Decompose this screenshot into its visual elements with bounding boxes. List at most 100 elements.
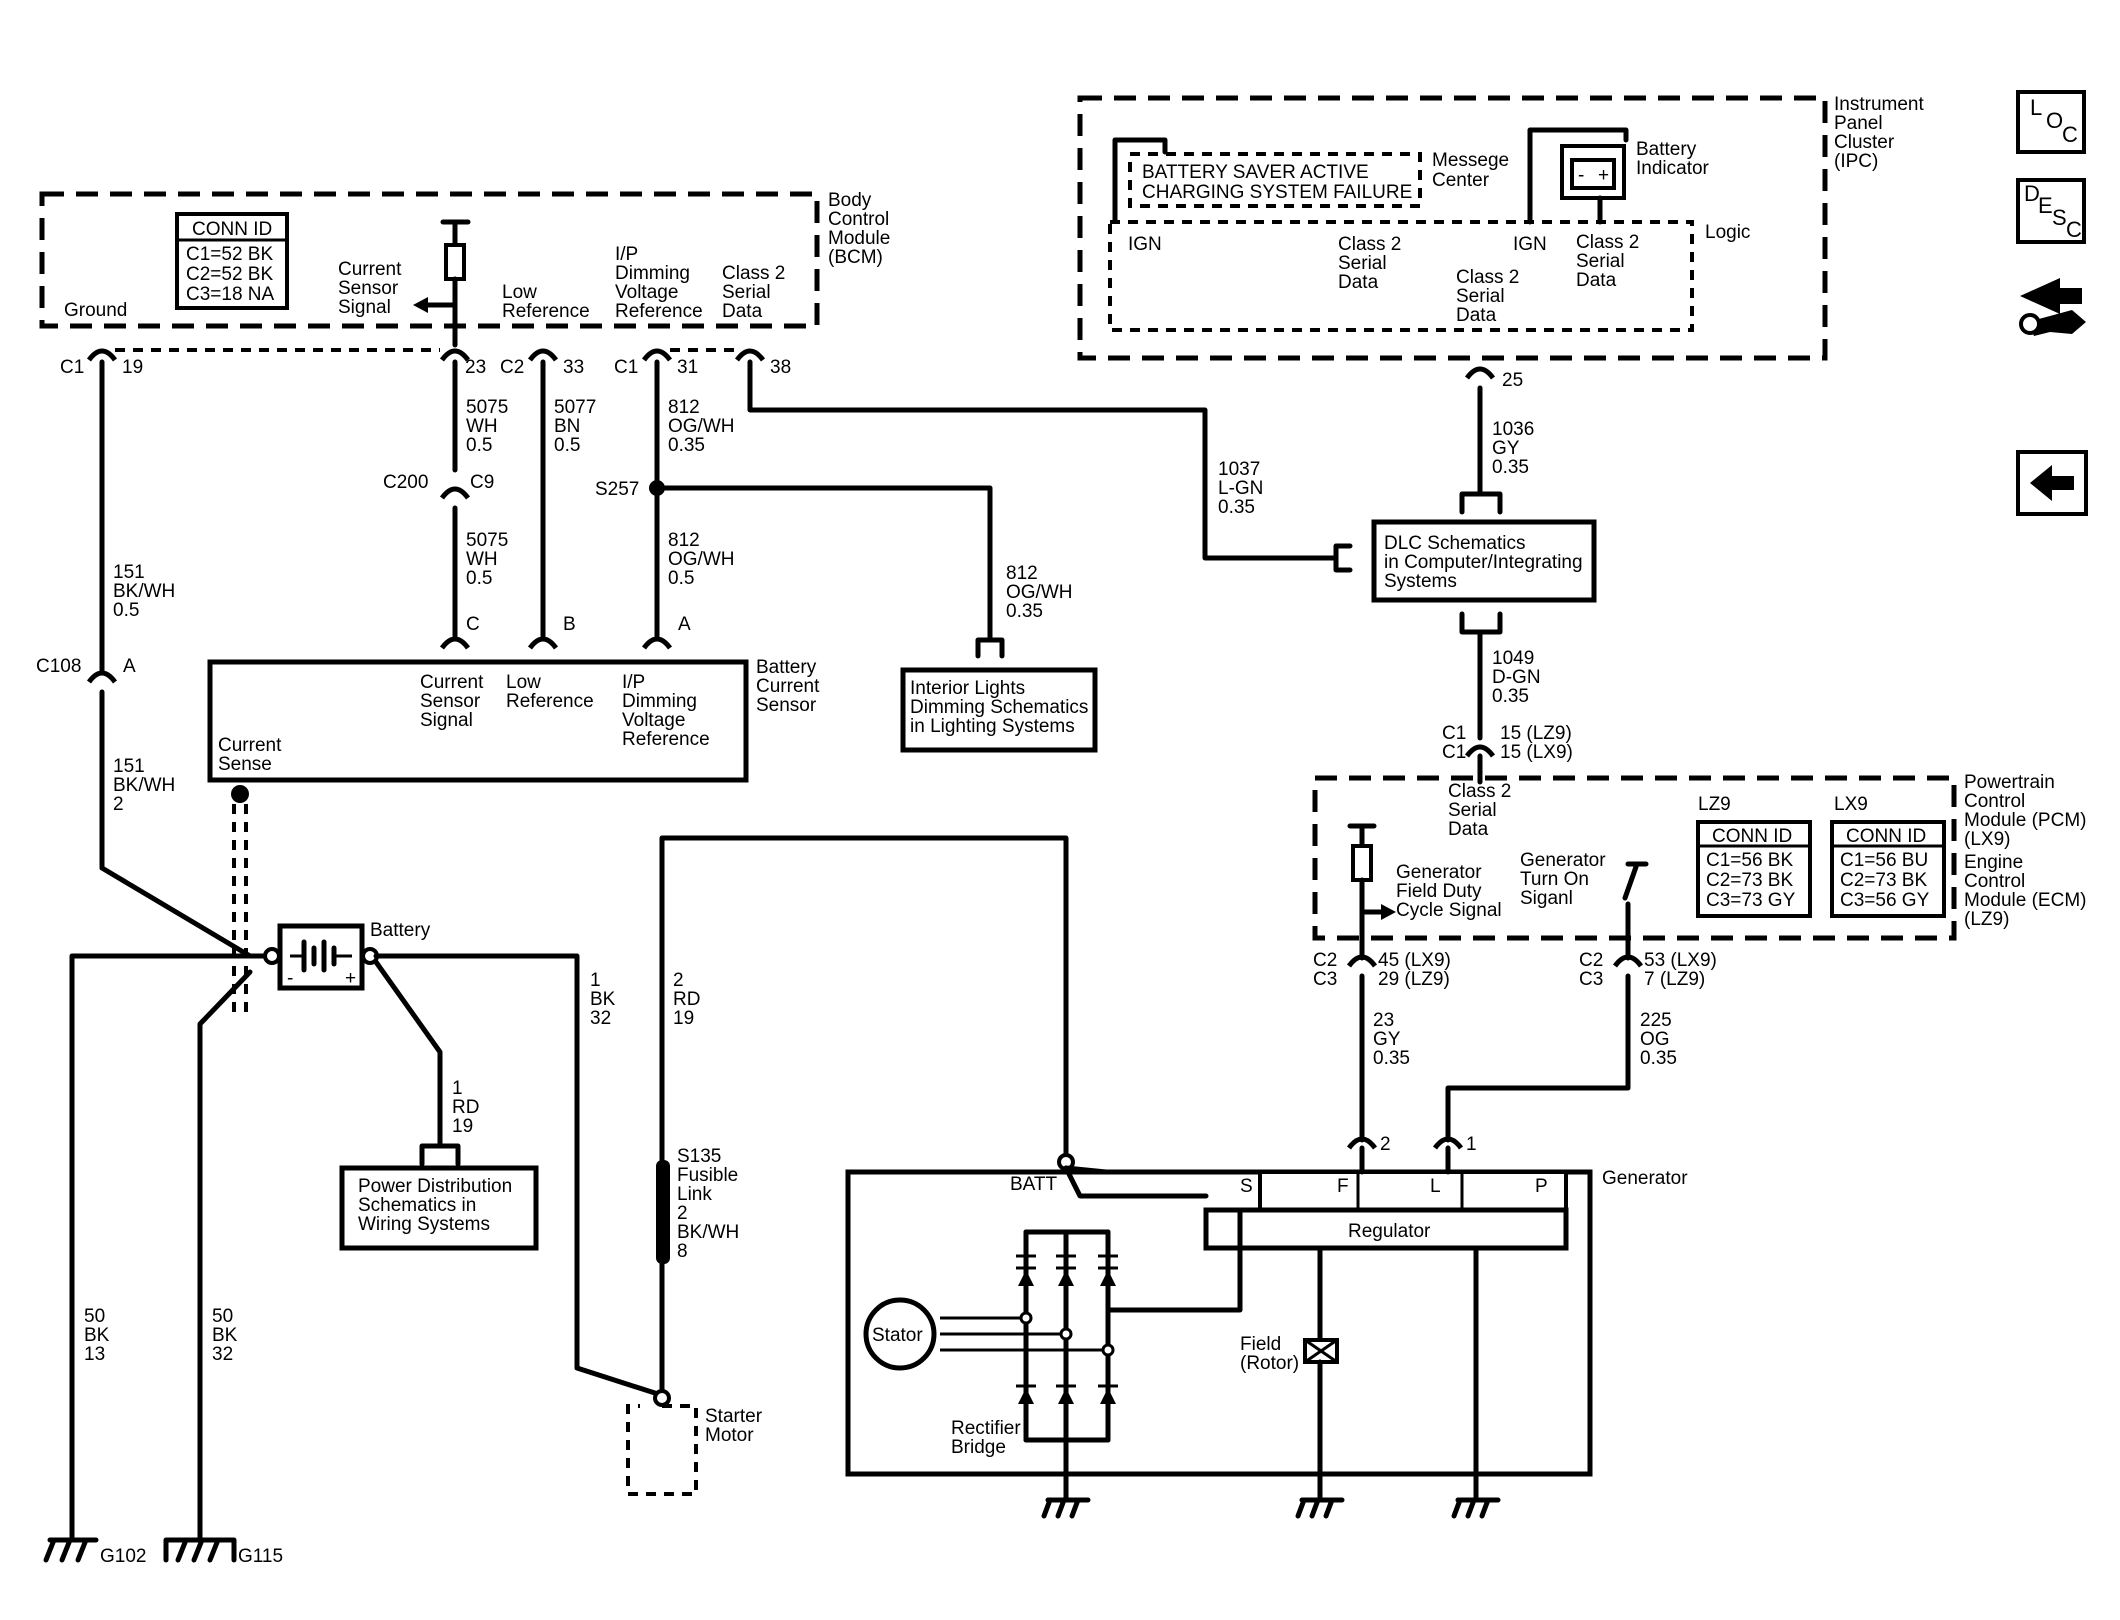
ipc-logic-label: Logic <box>1705 222 1750 243</box>
w1-rd-3: 19 <box>452 1116 473 1137</box>
generator-p: P <box>1535 1176 1548 1197</box>
pcm-gen-turn-3: Siganl <box>1520 888 1573 909</box>
ipc-title-1: Instrument <box>1834 94 1924 115</box>
bcm-ipd-label-3: Voltage <box>615 282 678 303</box>
w151-bot-2: BK/WH <box>113 775 175 796</box>
pcm-f-45: 45 (LX9) <box>1378 950 1451 971</box>
w5077-3: 0.5 <box>554 435 580 456</box>
regulator-label: Regulator <box>1348 1221 1431 1242</box>
w5077-2: BN <box>554 416 580 437</box>
rectifier-label-2: Bridge <box>951 1437 1006 1458</box>
pcm-title-2: Control <box>1964 791 2025 812</box>
w1036-1: 1036 <box>1492 419 1534 440</box>
w5077-1: 5077 <box>554 397 596 418</box>
desc-icon-s: S <box>2052 205 2067 230</box>
fusible-4: 2 <box>677 1203 688 1224</box>
w1-bk-1: 1 <box>590 970 601 991</box>
w1036-3: 0.35 <box>1492 457 1529 478</box>
battery-current-sensor-box <box>207 659 749 783</box>
loc-icon[interactable]: L O C <box>2016 90 2086 154</box>
ipc-c2c-3: Data <box>1456 305 1497 326</box>
w50-32-2: BK <box>212 1325 238 1346</box>
w225-2: OG <box>1640 1029 1670 1050</box>
w1037-2: L-GN <box>1218 478 1263 499</box>
sensor-css-3: Signal <box>420 710 473 731</box>
back-arrow-icon[interactable] <box>2016 450 2088 516</box>
message-center-label-1: Messege <box>1432 150 1509 171</box>
w5075-top-3: 0.5 <box>466 435 492 456</box>
w151-top-1: 151 <box>113 562 145 583</box>
pcm-title-8: (LZ9) <box>1964 909 2009 930</box>
sensor-pin-c: C <box>466 614 480 635</box>
w151-top-2: BK/WH <box>113 581 175 602</box>
bcm-conn-row-2: C2=52 BK <box>186 264 273 285</box>
ipc-c2a-1: Class 2 <box>1338 234 1401 255</box>
ipc-c2b-3: Data <box>1576 270 1617 291</box>
w225-3: 0.35 <box>1640 1048 1677 1069</box>
pcm-lz9-conn-title: CONN ID <box>1712 826 1792 847</box>
sensor-title-1: Battery <box>756 657 817 678</box>
w1049-2: D-GN <box>1492 667 1541 688</box>
w5075-bot-2: WH <box>466 549 498 570</box>
current-sense-point <box>231 785 249 803</box>
bcm-ipd-label-2: Dimming <box>615 263 690 284</box>
w812-mid-1: 812 <box>668 530 700 551</box>
rectifier-label-1: Rectifier <box>951 1418 1021 1439</box>
fusible-5: BK/WH <box>677 1222 739 1243</box>
pcm-lx9-label: LX9 <box>1834 794 1868 815</box>
dlc-1: DLC Schematics <box>1384 533 1526 554</box>
bcm-title-3: Module <box>828 228 890 249</box>
sensor-pin-a: A <box>678 614 691 635</box>
ground-g115-icon <box>163 1537 237 1563</box>
generator-batt: BATT <box>1010 1174 1058 1195</box>
generator-title: Generator <box>1602 1168 1688 1189</box>
battery-current-sensor: C B A Battery Current Sensor Current Sen… <box>207 614 820 1016</box>
ipc-c2b-2: Serial <box>1576 251 1625 272</box>
battery-indicator-plus: + <box>1598 165 1609 186</box>
pcm-f-c3: C3 <box>1313 969 1337 990</box>
bcm-ipd-conn-label: C1 <box>614 357 638 378</box>
c108-connector <box>86 670 118 684</box>
desc-icon[interactable]: D E S C <box>2016 178 2086 244</box>
pcm-lz9-conn-box <box>1696 820 1812 918</box>
pcm-lz9-row-3: C3=73 GY <box>1706 890 1796 911</box>
generator: Generator BATT S F L P Regulator 2 1 <box>845 1134 1688 1519</box>
fusible-3: Link <box>677 1184 712 1205</box>
pcm-t-7: 7 (LZ9) <box>1644 969 1705 990</box>
battery-minus: - <box>287 968 293 989</box>
starter-1: Starter <box>705 1406 763 1427</box>
field-label-2: (Rotor) <box>1240 1353 1299 1374</box>
generator-terminals <box>1258 1170 1568 1214</box>
interior-3: in Lighting Systems <box>910 716 1075 737</box>
dlc-3: Systems <box>1384 571 1457 592</box>
message-center-display <box>1128 152 1422 208</box>
bcm-ipd-label-1: I/P <box>615 244 638 265</box>
bcm-ipd-connector <box>641 348 673 362</box>
bcm-outline <box>39 191 820 329</box>
sensor-pin-a-connector <box>641 636 673 650</box>
ipc-c2a-3: Data <box>1338 272 1379 293</box>
wrench-arrow-icon[interactable] <box>2019 278 2086 336</box>
battery-indicator-label-2: Indicator <box>1636 158 1710 179</box>
c200-connector <box>439 486 471 500</box>
dlc-box: 1036 GY 0.35 DLC Schematics in Computer/… <box>1371 385 1597 785</box>
pcm-pin-lx9: 15 (LX9) <box>1500 742 1573 763</box>
w812-mid-2: OG/WH <box>668 549 735 570</box>
pcm-lz9-row-2: C2=73 BK <box>1706 870 1793 891</box>
interior-lights-box: Interior Lights Dimming Schematics in Li… <box>900 667 1098 753</box>
nav-icons: L O C D E S C <box>2016 90 2088 516</box>
body-control-module: Body Control Module (BCM) CONN ID C1=52 … <box>39 190 890 348</box>
pcm-class2-1: Class 2 <box>1448 781 1511 802</box>
sensor-ipd-1: I/P <box>622 672 645 693</box>
bcm-ipd-pin-label: 31 <box>677 357 698 378</box>
bcm-conn-row-3: C3=18 NA <box>186 284 275 305</box>
bcm-pins: C1 19 23 C2 33 C1 31 38 <box>60 348 791 378</box>
instrument-panel-cluster: Instrument Panel Cluster (IPC) BATTERY S… <box>1077 94 1924 391</box>
pcm-gen-field-2: Field Duty <box>1396 881 1482 902</box>
power-dist-2: Schematics in <box>358 1195 476 1216</box>
pcm-title-7: Module (ECM) <box>1964 890 2086 911</box>
interior-1: Interior Lights <box>910 678 1025 699</box>
battery-plus: + <box>345 968 356 989</box>
bcm-pullup-resistor <box>444 243 466 281</box>
